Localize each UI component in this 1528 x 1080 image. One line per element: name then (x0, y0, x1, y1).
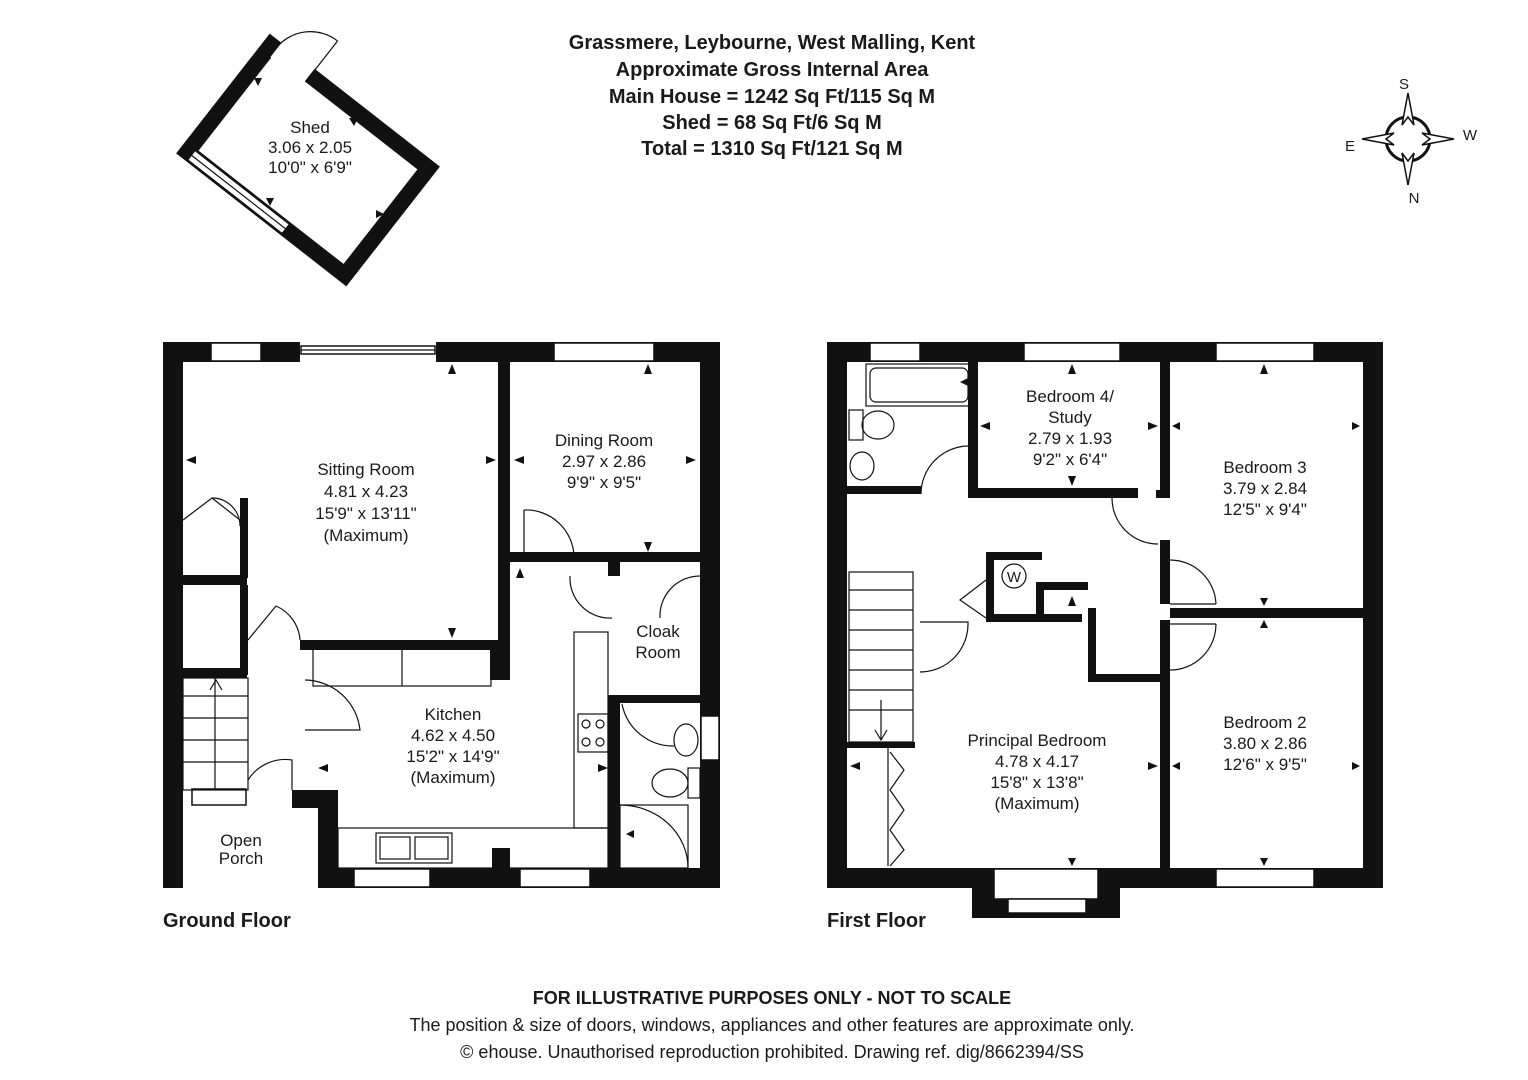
window-sitting-1 (210, 342, 262, 362)
shed-imperial: 10'0" x 6'9" (268, 158, 352, 177)
toilet-icon (848, 409, 864, 441)
window-kitchen-2 (519, 868, 591, 888)
door-front (247, 758, 293, 790)
door-wc (621, 703, 675, 747)
footer: FOR ILLUSTRATIVE PURPOSES ONLY - NOT TO … (409, 988, 1134, 1062)
bedroom3-imperial: 12'5" x 9'4" (1223, 500, 1307, 519)
sitting-room-imperial: 15'9" x 13'11" (315, 504, 416, 523)
total-area: Total = 1310 Sq Ft/121 Sq M (641, 138, 902, 160)
bedroom3-name: Bedroom 3 (1223, 458, 1306, 477)
compass-e: E (1345, 138, 1355, 155)
sitting-room-note: (Maximum) (324, 526, 409, 545)
shed-metric: 3.06 x 2.05 (268, 138, 352, 157)
bedroom4-metric: 2.79 x 1.93 (1028, 429, 1112, 448)
ground-floor: Sitting Room 4.81 x 4.23 15'9" x 13'11" … (163, 342, 720, 932)
cloak-room-line1: Cloak (636, 622, 680, 641)
principal-metric: 4.78 x 4.17 (995, 752, 1079, 771)
bedroom4-imperial: 9'2" x 6'4" (1033, 450, 1107, 469)
window-dining (553, 342, 655, 362)
compass-icon: S N E W (1345, 76, 1478, 207)
window-bed3 (1215, 342, 1315, 362)
door-principal (919, 621, 969, 673)
wc-icon (687, 767, 701, 799)
door-bathroom (920, 445, 969, 495)
sitting-room-metric: 4.81 x 4.23 (324, 482, 408, 501)
door-bed3 (1169, 559, 1217, 605)
open-porch-line1: Open (220, 831, 262, 850)
bedroom2-metric: 3.80 x 2.86 (1223, 734, 1307, 753)
dining-room-metric: 2.97 x 2.86 (562, 452, 646, 471)
basin-icon (673, 723, 699, 757)
plan-title: Grassmere, Leybourne, West Malling, Kent (569, 32, 976, 54)
bedroom3-metric: 3.79 x 2.84 (1223, 479, 1307, 498)
kitchen-imperial: 15'2" x 14'9" (406, 747, 499, 766)
door-airing-cupboard (958, 579, 987, 619)
bedroom4-line2: Study (1048, 408, 1092, 427)
compass-s: S (1399, 76, 1409, 93)
sink-icon (375, 832, 453, 864)
cloak-fixtures (619, 723, 701, 869)
window-bed2 (1215, 868, 1315, 888)
ground-floor-label: Ground Floor (163, 910, 291, 932)
main-house-area: Main House = 1242 Sq Ft/115 Sq M (609, 86, 935, 108)
door-kitchen-hall (304, 679, 361, 731)
principal-name: Principal Bedroom (968, 731, 1107, 750)
area-heading: Approximate Gross Internal Area (616, 59, 930, 81)
kitchen-units (312, 631, 609, 869)
door-hall-cupboard (247, 605, 301, 641)
shed-door (275, 31, 338, 49)
dining-room-name: Dining Room (555, 431, 653, 450)
first-floor: W Bedroom 4/ Study 2.79 x 1.93 9'2" x 6'… (827, 342, 1383, 932)
window-cloak (700, 715, 720, 761)
header: Grassmere, Leybourne, West Malling, Kent… (569, 32, 976, 160)
disclaimer-text: The position & size of doors, windows, a… (409, 1015, 1134, 1035)
shed: Shed 3.06 x 2.05 10'0" x 6'9" (176, 31, 440, 287)
washer-icon (1001, 563, 1027, 589)
window-porch (191, 788, 247, 806)
shower-icon (619, 804, 689, 869)
open-porch-line2: Porch (219, 849, 263, 868)
window-bathroom (869, 342, 921, 362)
bedroom2-name: Bedroom 2 (1223, 713, 1306, 732)
kitchen-note: (Maximum) (411, 768, 496, 787)
window-bed4 (1023, 342, 1121, 362)
staircase-ground (182, 677, 249, 791)
copyright-text: © ehouse. Unauthorised reproduction proh… (460, 1042, 1084, 1062)
hob-icon (577, 713, 609, 753)
principal-imperial: 15'8" x 13'8" (990, 773, 1083, 792)
disclaimer-heading: FOR ILLUSTRATIVE PURPOSES ONLY - NOT TO … (533, 988, 1011, 1008)
principal-note: (Maximum) (995, 794, 1080, 813)
door-sitting-cupboard (211, 497, 241, 527)
cloak-room-line2: Room (635, 643, 680, 662)
washer-label: W (1007, 569, 1022, 586)
bathroom-fixtures (848, 363, 973, 481)
bedroom2-imperial: 12'6" x 9'5" (1223, 755, 1307, 774)
bay-window-principal (993, 868, 1099, 900)
compass-n: N (1409, 190, 1420, 207)
bedroom4-line1: Bedroom 4/ (1026, 387, 1114, 406)
door-dining (523, 509, 575, 557)
shed-name: Shed (290, 118, 330, 137)
kitchen-metric: 4.62 x 4.50 (411, 726, 495, 745)
door-bed4 (1111, 497, 1159, 545)
dining-room-imperial: 9'9" x 9'5" (567, 473, 641, 492)
compass-w: W (1463, 127, 1478, 144)
door-cloak-2 (659, 575, 701, 619)
sitting-room-name: Sitting Room (317, 460, 414, 479)
first-floor-label: First Floor (827, 910, 926, 932)
bath-icon (865, 363, 973, 407)
window-kitchen-1 (353, 868, 431, 888)
bathroom-basin-icon (849, 451, 875, 481)
wardrobe (887, 748, 905, 867)
shed-area: Shed = 68 Sq Ft/6 Sq M (662, 112, 882, 134)
staircase-first (848, 571, 914, 743)
door-cloak-1 (569, 575, 613, 619)
kitchen-name: Kitchen (425, 705, 482, 724)
door-bed2 (1169, 623, 1217, 671)
